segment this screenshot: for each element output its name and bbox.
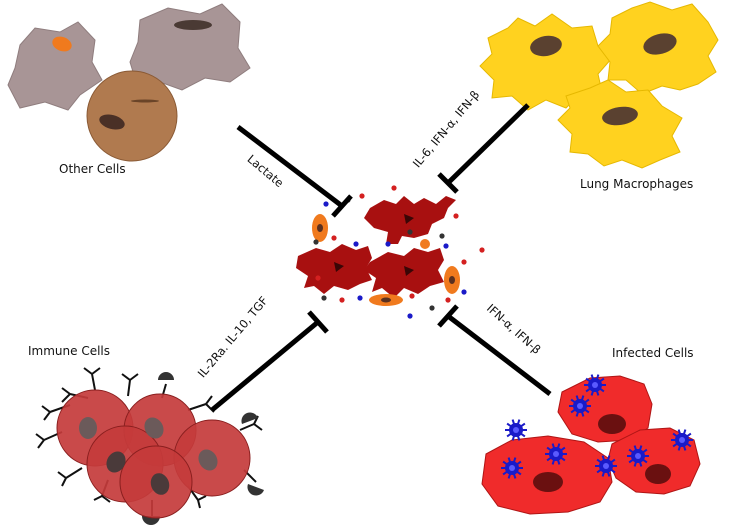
macrophage-1-nucleus <box>530 35 562 57</box>
edge-macrophage-bar <box>437 172 459 194</box>
molecule-dot <box>461 289 467 295</box>
molecule-dot <box>313 239 319 245</box>
infected-cell-1 <box>557 375 653 443</box>
macrophage-2-nucleus <box>643 33 677 55</box>
infected-cells-group <box>481 374 701 515</box>
edge-infected-line <box>446 314 552 396</box>
orange-cell <box>420 239 430 249</box>
molecule-dot <box>461 259 467 265</box>
orange-cell-nucleus <box>381 297 391 303</box>
receptor-cap <box>241 412 258 424</box>
central-cells-group <box>296 185 485 319</box>
virus-particle <box>569 395 591 417</box>
molecule-dot <box>315 275 321 281</box>
infected-nucleus <box>533 472 563 492</box>
infected-nucleus <box>645 464 671 484</box>
molecule-dot <box>359 193 365 199</box>
virus-particles <box>501 374 693 479</box>
other-cell-1-nucleus <box>52 36 72 52</box>
molecule-dot <box>323 201 329 207</box>
immune-cells-group <box>35 367 264 525</box>
infected-nucleus <box>598 414 626 434</box>
receptor <box>83 367 101 391</box>
central-cell-3-nucleus <box>404 266 414 276</box>
receptor-caps <box>142 372 264 525</box>
edge-infected-bar <box>437 304 459 328</box>
virus-particle <box>627 445 649 467</box>
inhibition-edges <box>210 103 552 412</box>
other-cell-3 <box>86 70 178 162</box>
edge-immune-bar <box>307 310 329 334</box>
other-cell-3-nucleus <box>99 114 125 130</box>
edge-macrophage-line <box>446 103 530 185</box>
virus-particle <box>584 374 606 396</box>
central-cell-2-nucleus <box>334 262 344 272</box>
virus-particle <box>501 457 523 479</box>
label-other-cells: Other Cells <box>59 162 126 176</box>
macrophages-group <box>479 1 719 169</box>
virus-particle <box>545 443 567 465</box>
receptor <box>187 395 215 413</box>
molecule-dot <box>429 305 435 311</box>
immune-nucleus <box>144 417 164 439</box>
central-cell-2 <box>296 244 372 294</box>
molecule-dot <box>479 247 485 253</box>
edge-immune-line <box>210 320 320 412</box>
molecule-dot <box>339 297 345 303</box>
immune-nucleus <box>198 449 218 471</box>
immune-nucleus <box>106 451 126 473</box>
central-cell-3 <box>364 248 444 298</box>
molecule-dot <box>357 295 363 301</box>
molecule-dot <box>407 229 413 235</box>
molecule-dot <box>385 241 391 247</box>
receptor-cap <box>158 372 174 380</box>
molecule-dot <box>443 243 449 249</box>
molecule-dot <box>445 297 451 303</box>
other-cell-1 <box>7 21 103 111</box>
virus-particle <box>505 419 527 441</box>
molecule-dot <box>331 235 337 241</box>
receptor <box>57 467 83 487</box>
other-cell-3-streak <box>131 99 159 103</box>
molecule-dot <box>353 241 359 247</box>
macrophage-3-nucleus <box>602 106 638 126</box>
molecule-dot <box>453 213 459 219</box>
label-infected-cells: Infected Cells <box>612 346 694 360</box>
receptor <box>121 373 139 397</box>
label-immune-cells: Immune Cells <box>28 344 111 358</box>
edge-other-bar <box>331 194 353 218</box>
other-cells-group <box>7 3 251 162</box>
immune-nucleus <box>79 417 97 439</box>
molecule-dot <box>409 293 415 299</box>
virus-particle <box>595 455 617 477</box>
molecule-dot <box>407 313 413 319</box>
immune-nucleus <box>150 473 170 495</box>
central-cell-1-nucleus <box>404 214 414 224</box>
orange-cell-nucleus <box>449 276 455 284</box>
orange-cell-nucleus <box>317 224 323 232</box>
edge-other-line <box>236 125 344 208</box>
other-cell-2-nucleus <box>174 20 212 30</box>
virus-particle <box>671 429 693 451</box>
molecule-dot <box>391 185 397 191</box>
receptor-cap <box>247 484 264 496</box>
molecule-dot <box>321 295 327 301</box>
molecule-dots <box>313 185 485 319</box>
label-lung-macrophages: Lung Macrophages <box>580 177 694 191</box>
molecule-dot <box>439 233 445 239</box>
